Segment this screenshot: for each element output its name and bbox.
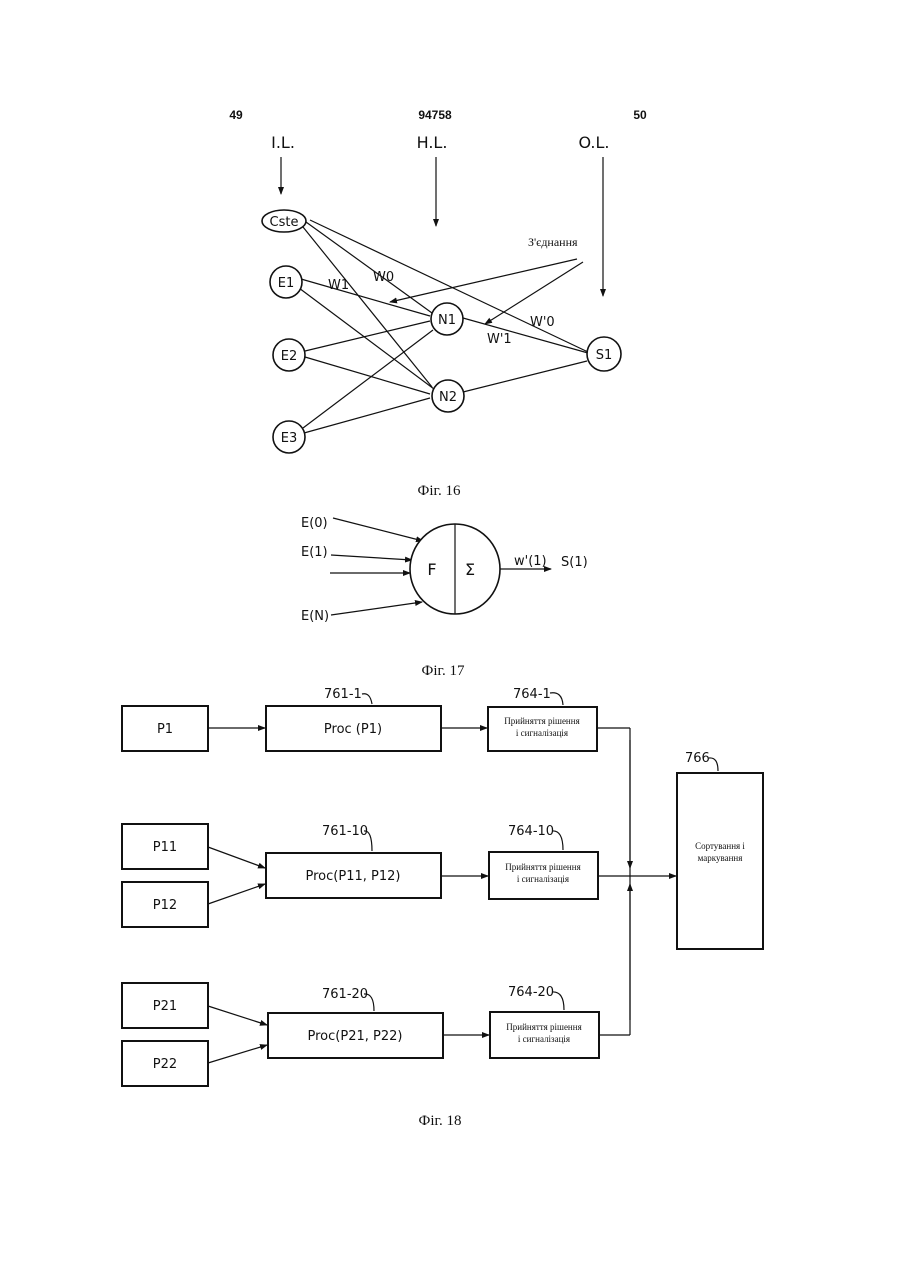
sort-766-line1: Сортування і	[695, 841, 745, 851]
node-n2: N2	[432, 380, 464, 412]
connection-pointer-1	[390, 259, 577, 302]
document-number: 94758	[418, 108, 452, 122]
input-p1-box: P1	[122, 706, 208, 751]
node-e3: E3	[273, 421, 305, 453]
activation-f-label: F	[427, 560, 436, 579]
weight-w0-label: W0	[373, 270, 394, 285]
decision-ref-764-20: 764-20	[508, 985, 554, 1000]
node-cste: Cste	[262, 210, 306, 232]
input-p11-label: P11	[153, 840, 177, 855]
proc-761-1-box: Proc (P1)	[266, 706, 441, 751]
connection-label: З'єднання	[528, 235, 578, 249]
node-e3-label: E3	[281, 431, 298, 446]
figure-17-neuron: E(0) E(1) E(N) F Σ w'(1) S(1) Фіг. 17	[301, 516, 588, 679]
decision-764-1-line2: і сигналізація	[516, 728, 568, 738]
decision-764-1-box: Прийняття рішення і сигналізація	[488, 707, 597, 751]
input-p1-label: P1	[157, 722, 173, 737]
input-e0-label: E(0)	[301, 516, 328, 531]
weight-w1-prime-label: W'1	[487, 332, 512, 347]
sort-ref-766: 766	[685, 751, 710, 766]
input-p12-box: P12	[122, 882, 208, 927]
proc-761-1-label: Proc (P1)	[324, 722, 382, 737]
proc-ref-761-10: 761-10	[322, 824, 368, 839]
hidden-layer-label: H.L.	[417, 133, 448, 152]
node-e1-label: E1	[278, 276, 295, 291]
weight-w0-prime-label: W'0	[530, 315, 555, 330]
node-n1-label: N1	[438, 313, 456, 328]
figure-17-caption: Фіг. 17	[422, 663, 465, 679]
figure-16-caption: Фіг. 16	[418, 483, 461, 499]
sort-766-line2: маркування	[698, 853, 743, 863]
page-number-right: 50	[633, 108, 647, 122]
input-p22-label: P22	[153, 1057, 177, 1072]
proc-ref-761-20: 761-20	[322, 987, 368, 1002]
input-en-label: E(N)	[301, 609, 329, 624]
output-weight-label: w'(1)	[514, 554, 547, 569]
decision-764-20-box: Прийняття рішення і сигналізація	[490, 1012, 599, 1058]
node-n1: N1	[431, 303, 463, 335]
decision-764-20-line1: Прийняття рішення	[506, 1022, 581, 1032]
node-s1-label: S1	[596, 348, 613, 363]
input-p22-box: P22	[122, 1041, 208, 1086]
figure-16-neural-network: I.L. H.L. O.L. Cste E1	[262, 133, 621, 499]
proc-761-10-label: Proc(P11, P12)	[306, 869, 401, 884]
decision-764-10-line2: і сигналізація	[517, 874, 569, 884]
input-layer-label: I.L.	[271, 133, 295, 152]
input-p12-label: P12	[153, 898, 177, 913]
node-cste-label: Cste	[270, 215, 299, 230]
decision-ref-764-10: 764-10	[508, 824, 554, 839]
proc-761-10-box: Proc(P11, P12)	[266, 853, 441, 898]
sort-766-box: Сортування і маркування	[677, 773, 763, 949]
input-p11-box: P11	[122, 824, 208, 869]
decision-764-10-box: Прийняття рішення і сигналізація	[489, 852, 598, 899]
page-number-left: 49	[229, 108, 243, 122]
node-n2-label: N2	[439, 390, 457, 405]
node-s1: S1	[587, 337, 621, 371]
input-p21-box: P21	[122, 983, 208, 1028]
decision-764-10-line1: Прийняття рішення	[505, 862, 580, 872]
node-e2-label: E2	[281, 349, 298, 364]
decision-ref-764-1: 764-1	[513, 687, 551, 702]
proc-761-20-box: Proc(P21, P22)	[268, 1013, 443, 1058]
decision-764-1-line1: Прийняття рішення	[504, 716, 579, 726]
output-layer-label: O.L.	[578, 133, 609, 152]
input-e1-label: E(1)	[301, 545, 328, 560]
decision-764-20-line2: і сигналізація	[518, 1034, 570, 1044]
figure-18-block-diagram: P1 P11 P12 P21 P22 Proc (P1)	[122, 687, 763, 1129]
proc-ref-761-1: 761-1	[324, 687, 362, 702]
weight-w1-label: W1	[328, 278, 349, 293]
output-s1-label: S(1)	[561, 555, 588, 570]
node-e1: E1	[270, 266, 302, 298]
proc-761-20-label: Proc(P21, P22)	[308, 1029, 403, 1044]
input-p21-label: P21	[153, 999, 177, 1014]
sum-sigma-label: Σ	[465, 560, 475, 579]
node-e2: E2	[273, 339, 305, 371]
figure-18-caption: Фіг. 18	[419, 1113, 462, 1129]
